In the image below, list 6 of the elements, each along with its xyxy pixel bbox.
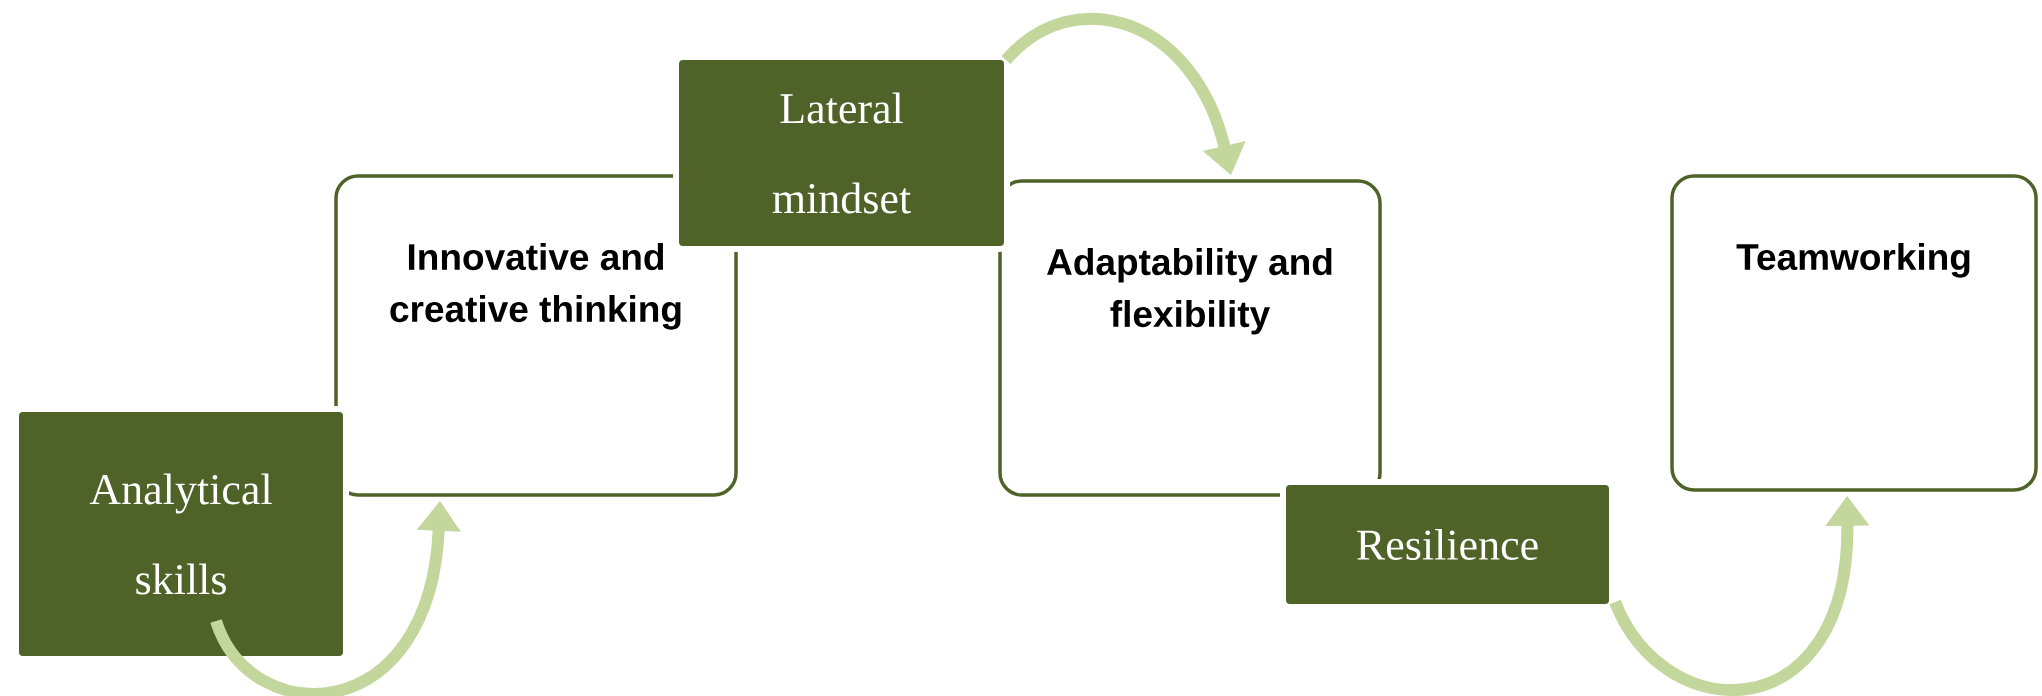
highlight-box: Lateral mindset [673,54,1010,252]
process-box: Adaptability and flexibility [998,179,1382,497]
process-box: Innovative and creative thinking [334,174,738,497]
highlight-box: Analytical skills [13,406,349,662]
highlight-box: Resilience [1280,479,1615,610]
process-box: Teamworking [1670,174,2038,492]
